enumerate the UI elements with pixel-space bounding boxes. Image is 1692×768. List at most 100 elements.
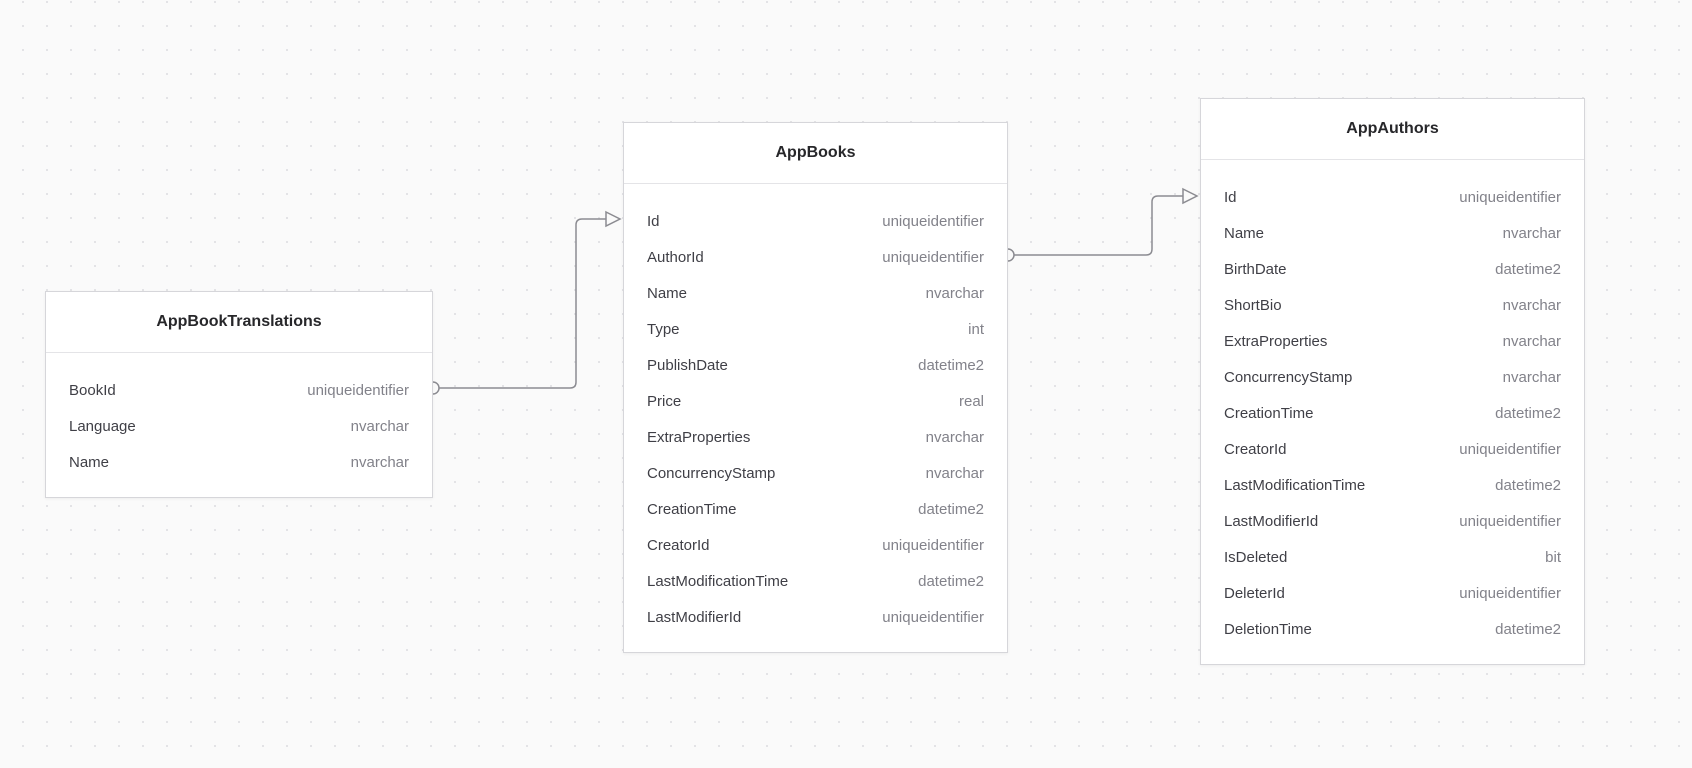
column-name: LastModifierId: [1224, 512, 1319, 530]
column-row[interactable]: Language nvarchar: [46, 408, 432, 444]
column-row[interactable]: Id uniqueidentifier: [1201, 179, 1584, 215]
column-name: DeleterId: [1224, 584, 1285, 602]
column-type: datetime2: [918, 572, 984, 590]
relation-line[interactable]: [439, 218, 606, 389]
column-type: uniqueidentifier: [1459, 584, 1561, 602]
column-type: int: [968, 320, 984, 338]
column-name: Price: [647, 392, 682, 410]
column-type: nvarchar: [350, 417, 409, 435]
column-name: LastModificationTime: [647, 572, 789, 590]
column-type: uniqueidentifier: [1459, 188, 1561, 206]
column-row[interactable]: ExtraProperties nvarchar: [624, 419, 1007, 455]
column-type: nvarchar: [1502, 224, 1561, 242]
column-row[interactable]: AuthorId uniqueidentifier: [624, 239, 1007, 275]
column-type: datetime2: [1495, 260, 1561, 278]
column-name: Id: [1224, 188, 1237, 206]
column-row[interactable]: CreatorId uniqueidentifier: [1201, 431, 1584, 467]
column-type: nvarchar: [1502, 368, 1561, 386]
relation-booktranslations-to-books[interactable]: [426, 210, 622, 395]
column-row[interactable]: LastModificationTime datetime2: [624, 563, 1007, 599]
column-name: ConcurrencyStamp: [1224, 368, 1353, 386]
column-row[interactable]: Name nvarchar: [624, 275, 1007, 311]
column-row[interactable]: CreatorId uniqueidentifier: [624, 527, 1007, 563]
column-type: uniqueidentifier: [882, 536, 984, 554]
column-name: CreatorId: [1224, 440, 1287, 458]
column-type: uniqueidentifier: [882, 212, 984, 230]
column-name: ShortBio: [1224, 296, 1282, 314]
column-type: datetime2: [1495, 620, 1561, 638]
column-name: BirthDate: [1224, 260, 1287, 278]
column-name: Language: [69, 417, 136, 435]
table-title[interactable]: AppBookTranslations: [46, 292, 432, 353]
table-title[interactable]: AppAuthors: [1201, 99, 1584, 160]
table-appbooktranslations[interactable]: AppBookTranslations BookId uniqueidentifi…: [45, 291, 433, 498]
column-type: datetime2: [918, 500, 984, 518]
column-type: datetime2: [918, 356, 984, 374]
column-type: datetime2: [1495, 404, 1561, 422]
column-name: CreationTime: [1224, 404, 1314, 422]
column-row[interactable]: BirthDate datetime2: [1201, 251, 1584, 287]
column-row[interactable]: ConcurrencyStamp nvarchar: [1201, 359, 1584, 395]
column-row[interactable]: DeletionTime datetime2: [1201, 611, 1584, 647]
column-name: Name: [647, 284, 688, 302]
column-row[interactable]: CreationTime datetime2: [1201, 395, 1584, 431]
column-row[interactable]: Id uniqueidentifier: [624, 203, 1007, 239]
column-row[interactable]: ShortBio nvarchar: [1201, 287, 1584, 323]
column-row[interactable]: Name nvarchar: [1201, 215, 1584, 251]
column-name: Id: [647, 212, 660, 230]
column-row[interactable]: LastModificationTime datetime2: [1201, 467, 1584, 503]
relation-line[interactable]: [1014, 195, 1183, 256]
column-row[interactable]: BookId uniqueidentifier: [46, 372, 432, 408]
column-row[interactable]: PublishDate datetime2: [624, 347, 1007, 383]
column-name: Name: [69, 453, 110, 471]
column-type: bit: [1545, 548, 1561, 566]
column-name: LastModifierId: [647, 608, 742, 626]
column-name: CreationTime: [647, 500, 737, 518]
column-name: DeletionTime: [1224, 620, 1312, 638]
column-type: nvarchar: [925, 284, 984, 302]
column-type: uniqueidentifier: [1459, 512, 1561, 530]
column-type: nvarchar: [925, 428, 984, 446]
column-name: LastModificationTime: [1224, 476, 1366, 494]
column-type: uniqueidentifier: [1459, 440, 1561, 458]
column-type: nvarchar: [1502, 332, 1561, 350]
column-row[interactable]: CreationTime datetime2: [624, 491, 1007, 527]
column-type: real: [958, 392, 984, 410]
column-row[interactable]: LastModifierId uniqueidentifier: [1201, 503, 1584, 539]
column-type: datetime2: [1495, 476, 1561, 494]
column-name: ExtraProperties: [1224, 332, 1328, 350]
column-name: PublishDate: [647, 356, 728, 374]
column-row[interactable]: DeleterId uniqueidentifier: [1201, 575, 1584, 611]
column-row[interactable]: ExtraProperties nvarchar: [1201, 323, 1584, 359]
column-name: Type: [647, 320, 680, 338]
column-row[interactable]: LastModifierId uniqueidentifier: [624, 599, 1007, 635]
relation-arrow-icon: [605, 210, 622, 228]
column-type: uniqueidentifier: [307, 381, 409, 399]
column-name: CreatorId: [647, 536, 710, 554]
column-name: AuthorId: [647, 248, 704, 266]
column-type: nvarchar: [350, 453, 409, 471]
relation-books-to-authors[interactable]: [1001, 187, 1199, 262]
column-name: Name: [1224, 224, 1265, 242]
column-name: BookId: [69, 381, 116, 399]
column-row[interactable]: Type int: [624, 311, 1007, 347]
column-type: nvarchar: [1502, 296, 1561, 314]
column-row[interactable]: Price real: [624, 383, 1007, 419]
column-type: uniqueidentifier: [882, 608, 984, 626]
table-title[interactable]: AppBooks: [624, 123, 1007, 184]
column-type: uniqueidentifier: [882, 248, 984, 266]
column-name: ConcurrencyStamp: [647, 464, 776, 482]
relation-arrow-icon: [1182, 187, 1199, 205]
column-row[interactable]: IsDeleted bit: [1201, 539, 1584, 575]
column-name: ExtraProperties: [647, 428, 751, 446]
column-row[interactable]: Name nvarchar: [46, 444, 432, 480]
column-name: IsDeleted: [1224, 548, 1288, 566]
